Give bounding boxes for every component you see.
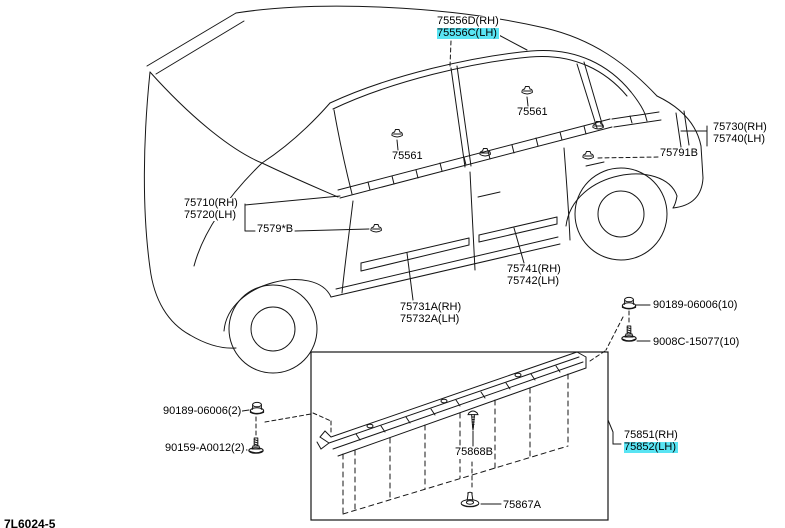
rocker-skirt-hidden-lines (342, 373, 569, 515)
leader-lines-dashed (255, 40, 659, 490)
callout-rocker-clip[interactable]: 75867A (502, 499, 542, 512)
part-number[interactable]: 75742(LH) (507, 274, 559, 287)
grommet-icon (249, 401, 265, 415)
callout-roof-clip-front[interactable]: 75561 (391, 150, 424, 163)
inset-box (310, 351, 609, 521)
callout-roof-drip-moulding[interactable]: 75556D(RH) 75556C(LH) (436, 15, 500, 39)
callout-front-belt-moulding[interactable]: 75710(RH) 75720(LH) (183, 197, 239, 221)
callout-quarter-belt-moulding[interactable]: 75730(RH) 75740(LH) (712, 121, 768, 145)
rocker-moulding-drawing (316, 351, 587, 457)
callout-belt-clip[interactable]: 7579*B (256, 223, 295, 236)
callout-grommet-upper[interactable]: 90189-06006(10) (652, 299, 739, 312)
part-number[interactable]: 75851(RH) (624, 429, 678, 441)
grommet-icon (621, 296, 637, 310)
part-number[interactable]: 75720(LH) (184, 208, 236, 221)
part-number[interactable]: 75710(RH) (184, 197, 238, 209)
part-number[interactable]: 75741(RH) (507, 263, 561, 275)
car-side-view (143, 5, 704, 374)
door-side-mouldings (360, 216, 558, 272)
clip-icon (370, 224, 382, 233)
part-number-highlighted[interactable]: 75852(LH) (624, 440, 678, 453)
callout-rocker-screw[interactable]: 75868B (454, 446, 494, 459)
callout-front-door-moulding[interactable]: 75731A(RH) 75732A(LH) (399, 301, 463, 325)
callout-grommet-lower[interactable]: 90189-06006(2) (162, 405, 243, 418)
part-number[interactable]: 75556D(RH) (437, 15, 499, 27)
callout-quarter-belt-clip[interactable]: 75791B (659, 147, 699, 160)
part-number-highlighted[interactable]: 75556C(LH) (437, 26, 499, 39)
callout-screw-upper[interactable]: 9008C-15077(10) (652, 336, 741, 349)
push-clip-icon (460, 491, 480, 508)
part-number[interactable]: 75731A(RH) (400, 301, 462, 313)
part-number[interactable]: 75730(RH) (713, 121, 767, 133)
callout-rear-door-moulding[interactable]: 75741(RH) 75742(LH) (506, 263, 562, 287)
clip-icon (391, 129, 403, 138)
belt-moulding-strip (337, 111, 662, 199)
pan-screw-icon (467, 410, 479, 431)
callout-rocker-moulding[interactable]: 75851(RH) 75852(LH) (623, 429, 679, 453)
screw-icon (248, 437, 264, 454)
part-number[interactable]: 75732A(LH) (400, 312, 460, 325)
sheet-code: 7L6024-5 (4, 517, 56, 528)
callout-roof-clip-rear[interactable]: 75561 (516, 106, 549, 119)
clip-icon (582, 151, 594, 160)
callout-screw-lower[interactable]: 90159-A0012(2) (164, 442, 246, 455)
clip-icon (521, 86, 533, 95)
part-number[interactable]: 75740(LH) (713, 132, 765, 145)
screw-icon (621, 325, 637, 342)
